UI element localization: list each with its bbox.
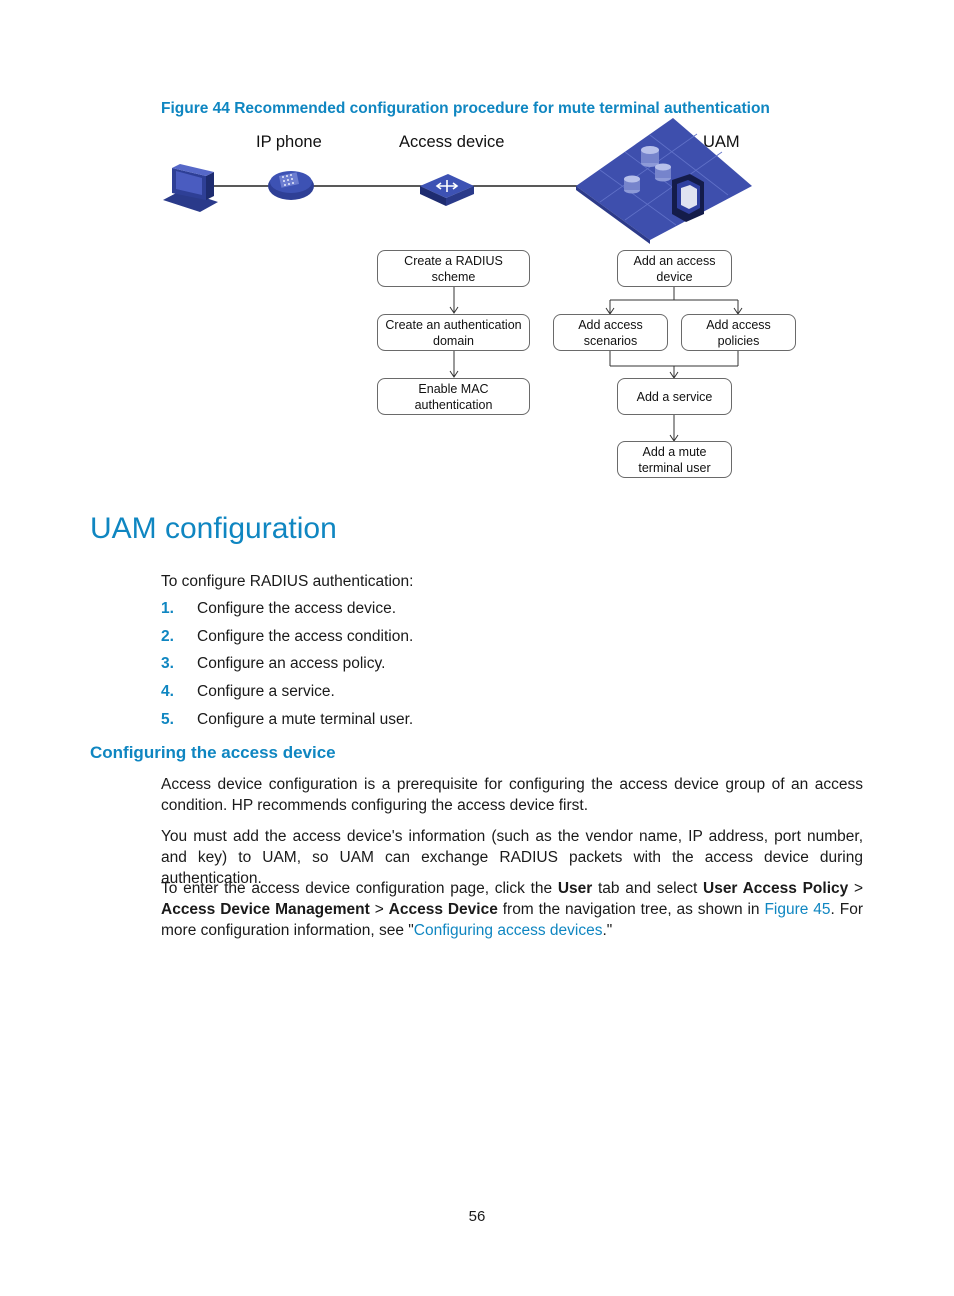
- bold-access-device-management: Access Device Management: [161, 901, 370, 918]
- step-text: Configure the access device.: [197, 600, 397, 617]
- flow-box-create-radius-scheme: Create a RADIUS scheme: [377, 250, 530, 287]
- flow-box-add-mute-terminal-user: Add a mute terminal user: [617, 441, 732, 478]
- flow-box-enable-mac-authentication: Enable MAC authentication: [377, 378, 530, 415]
- step-text: Configure an access policy.: [197, 655, 386, 673]
- intro-text: To configure RADIUS authentication:: [161, 573, 414, 590]
- right-flow-arrows: [605, 287, 743, 442]
- list-item: 1. Configure the access device.: [161, 600, 413, 628]
- database-icon: [624, 175, 640, 194]
- flow-box-add-access-device: Add an access device: [617, 250, 732, 287]
- bold-user: User: [557, 880, 593, 897]
- step-number: 3.: [161, 655, 174, 673]
- text-run: tab and select: [592, 880, 703, 897]
- flow-box-create-authentication-domain: Create an authentication domain: [377, 314, 530, 351]
- left-flow-arrows: [449, 287, 459, 378]
- step-number: 5.: [161, 710, 174, 728]
- text-run: >: [848, 880, 864, 897]
- network-topology-diagram: [163, 118, 752, 442]
- step-text: Configure a mute terminal user.: [197, 710, 414, 728]
- list-item: 4. Configure a service.: [161, 683, 413, 711]
- step-number: 1.: [161, 600, 174, 617]
- section-title: UAM configuration: [90, 512, 337, 545]
- configuring-access-devices-link[interactable]: Configuring access devices: [413, 922, 603, 939]
- figure-45-link[interactable]: Figure 45: [764, 901, 831, 918]
- paragraph-3: To enter the access device configuration…: [161, 878, 863, 941]
- step-text: Configure a service.: [197, 683, 335, 701]
- database-icon: [655, 163, 671, 182]
- database-icon: [641, 146, 659, 167]
- switch-icon: [420, 174, 474, 206]
- page-number: 56: [468, 1208, 486, 1225]
- server-monitor-icon: [672, 174, 704, 222]
- text-run: .": [602, 922, 613, 939]
- figure-caption: Figure 44 Recommended configuration proc…: [161, 100, 770, 117]
- paragraph-1: Access device configuration is a prerequ…: [161, 776, 863, 814]
- paragraph-2: You must add the access device's informa…: [161, 828, 863, 887]
- text-run: . For more configuration information, se…: [161, 901, 863, 939]
- list-item: 5. Configure a mute terminal user.: [161, 711, 413, 739]
- ip-phone-icon: [268, 171, 314, 200]
- flow-box-add-service: Add a service: [617, 378, 732, 415]
- uam-label: UAM: [703, 133, 740, 151]
- step-number: 4.: [161, 683, 174, 701]
- text-run: To enter the access device configuration…: [161, 880, 558, 897]
- step-number: 2.: [161, 627, 174, 645]
- list-item: 3. Configure an access policy.: [161, 655, 413, 683]
- uam-server-icon: [576, 118, 752, 244]
- subsection-title: Configuring the access device: [90, 743, 336, 762]
- text-run: >: [369, 901, 389, 918]
- list-item: 2. Configure the access condition.: [161, 628, 413, 656]
- flow-box-add-access-scenarios: Add access scenarios: [553, 314, 668, 351]
- flow-box-add-access-policies: Add access policies: [681, 314, 796, 351]
- access-device-label: Access device: [399, 133, 505, 151]
- text-run: from the navigation tree, as shown in: [497, 901, 765, 918]
- bold-access-device: Access Device: [388, 901, 498, 918]
- pc-icon: [163, 164, 218, 212]
- ip-phone-label: IP phone: [256, 133, 322, 151]
- step-text: Configure the access condition.: [197, 627, 414, 645]
- steps-list: 1. Configure the access device. 2. Configu…: [161, 600, 413, 738]
- bold-user-access-policy: User Access Policy: [703, 880, 849, 897]
